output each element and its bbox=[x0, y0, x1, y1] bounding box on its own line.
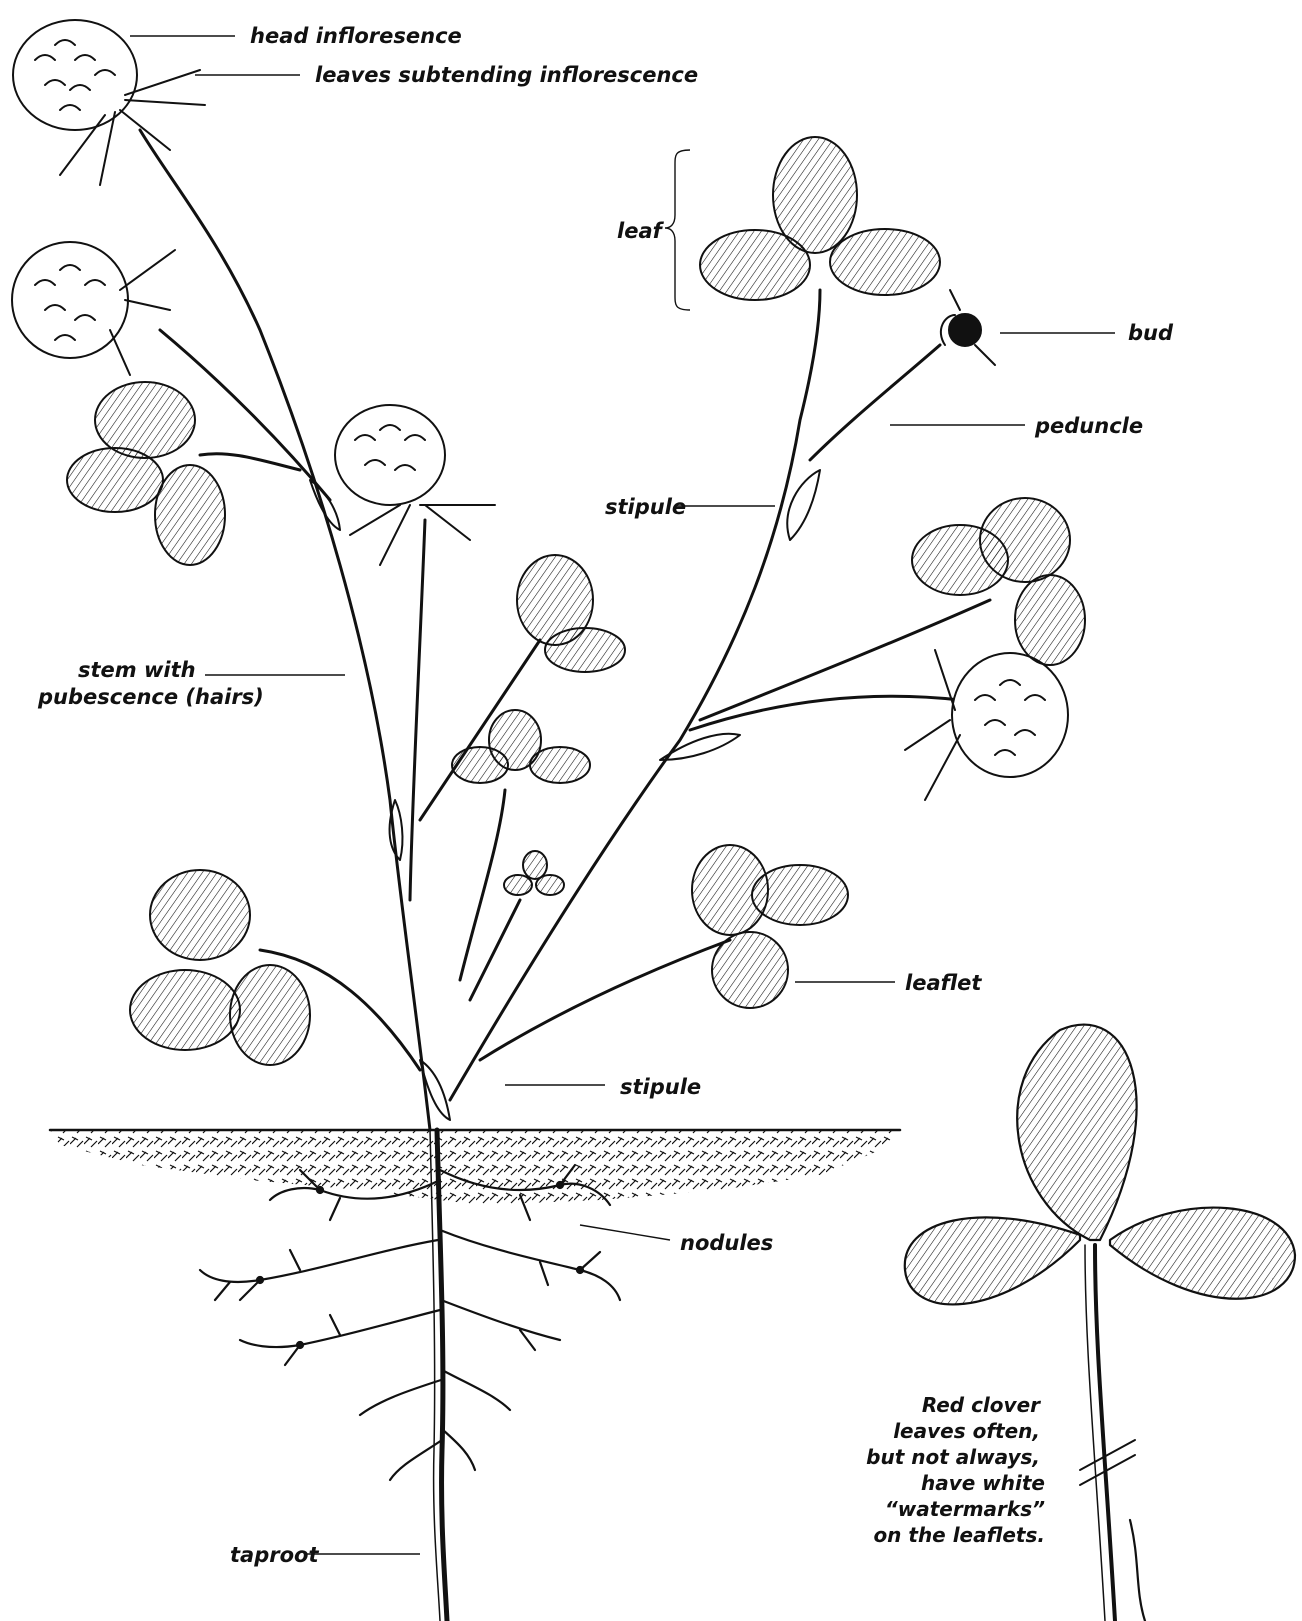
detail-caption: Red clover leaves often, but not always,… bbox=[866, 1393, 1045, 1547]
leaf-center bbox=[517, 555, 625, 672]
label-stipule-upper: stipule bbox=[605, 495, 686, 519]
flower-head-center bbox=[335, 405, 495, 565]
leaf-right-middle bbox=[912, 498, 1085, 665]
caption-line-5: “watermarks” bbox=[885, 1497, 1045, 1521]
label-leaf: leaf bbox=[617, 219, 665, 243]
bud bbox=[941, 290, 995, 365]
leaf-small-center bbox=[452, 710, 590, 783]
labels: head infloresence leaves subtending infl… bbox=[37, 24, 1174, 1567]
label-head-inflorescence: head infloresence bbox=[250, 24, 462, 48]
caption-line-1: Red clover bbox=[922, 1393, 1041, 1417]
flower-head-right bbox=[905, 650, 1068, 800]
label-taproot: taproot bbox=[230, 1543, 319, 1567]
caption-line-6: on the leaflets. bbox=[873, 1523, 1045, 1547]
label-peduncle: peduncle bbox=[1034, 414, 1143, 438]
leaf-upper-left bbox=[67, 382, 225, 565]
caption-line-3: but not always, bbox=[866, 1445, 1040, 1469]
leader-lines bbox=[130, 36, 1115, 1554]
leaf-lower-right bbox=[692, 845, 848, 1008]
label-stem-line1: stem with bbox=[78, 658, 196, 682]
label-stipule-lower: stipule bbox=[620, 1075, 701, 1099]
label-bud: bud bbox=[1128, 321, 1174, 345]
soil-layer bbox=[50, 1130, 900, 1205]
label-leaflet: leaflet bbox=[905, 971, 982, 995]
label-leaves-subtending: leaves subtending inflorescence bbox=[315, 63, 698, 87]
label-nodules: nodules bbox=[680, 1231, 773, 1255]
label-stem-line2: pubescence (hairs) bbox=[37, 685, 264, 709]
caption-line-2: leaves often, bbox=[893, 1419, 1040, 1443]
leaf-lower-left bbox=[130, 870, 310, 1065]
flower-head-top bbox=[13, 20, 205, 185]
flower-head-left bbox=[12, 242, 175, 375]
leaf-tiny-center bbox=[504, 851, 564, 895]
caption-line-4: have white bbox=[921, 1471, 1045, 1495]
leaf-top-right bbox=[700, 137, 940, 300]
